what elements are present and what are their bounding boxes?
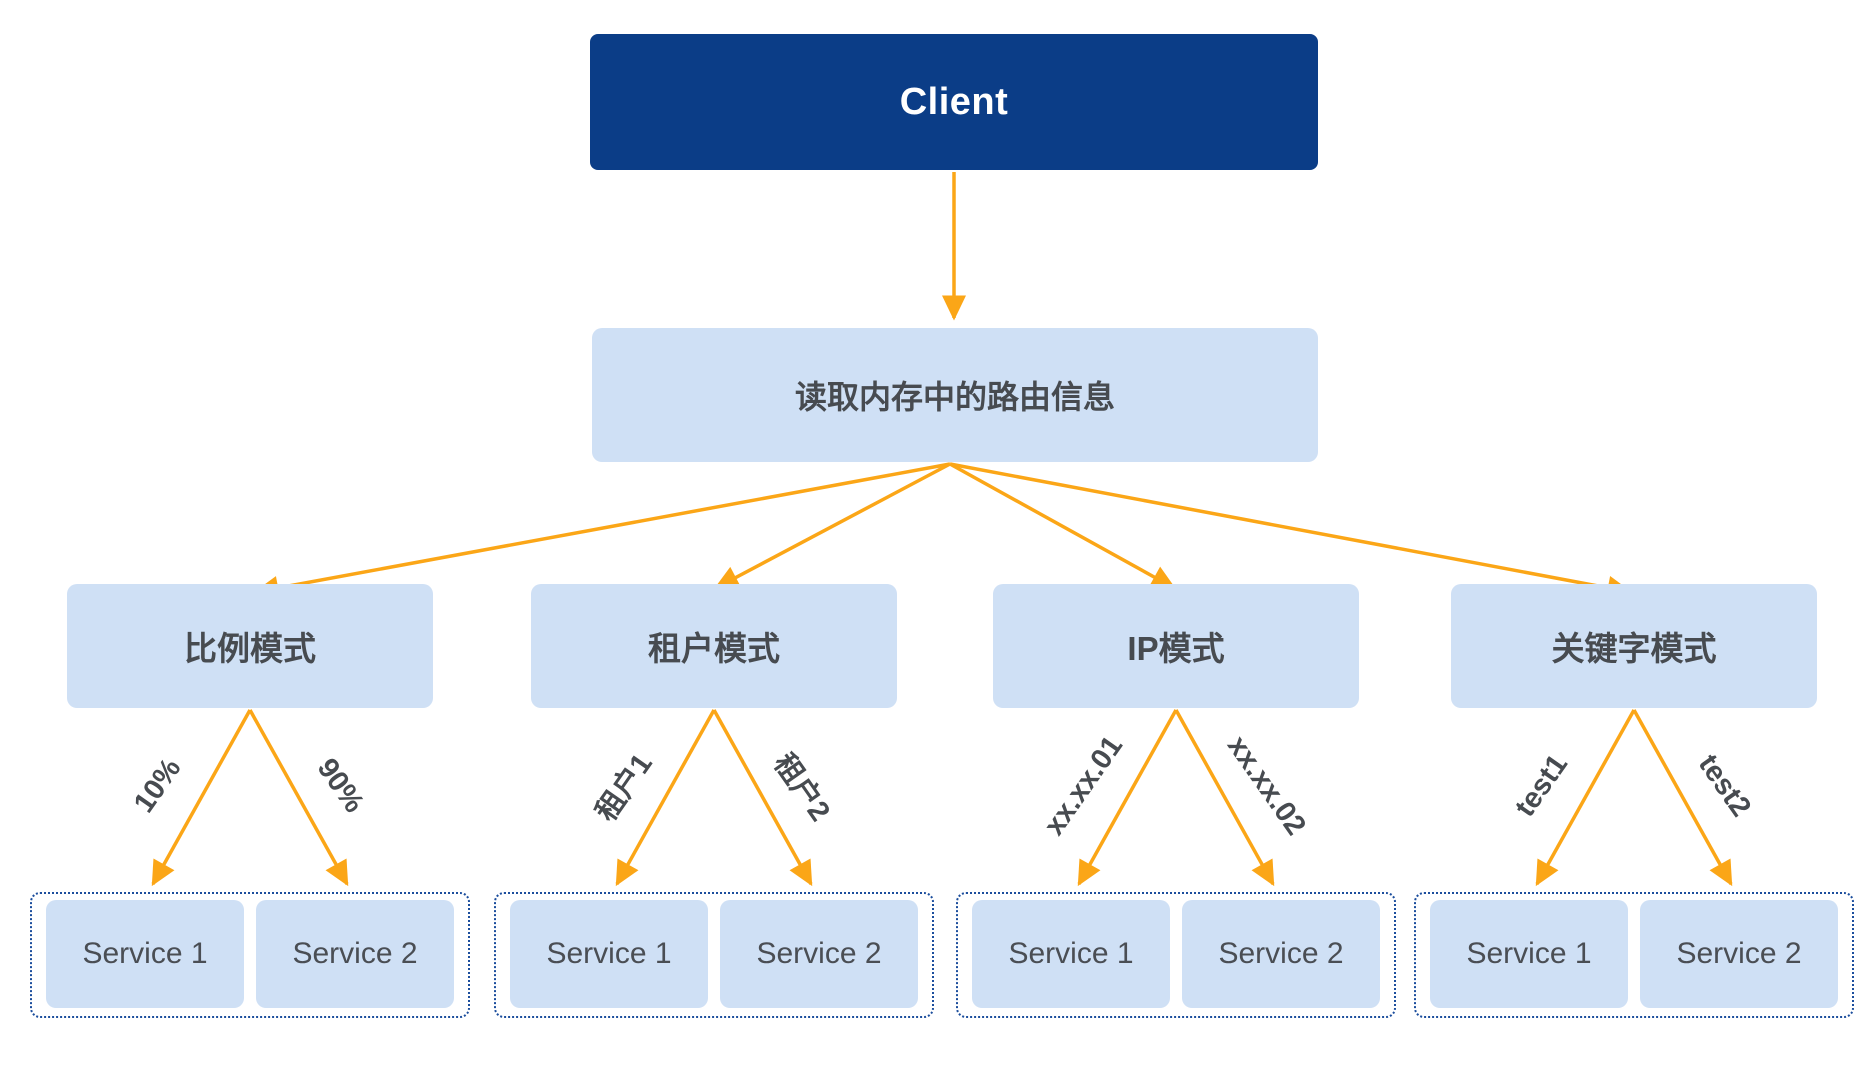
edge-label-ip-right: xx.xx.02	[1220, 730, 1312, 842]
client-node: Client	[590, 34, 1318, 170]
service-node: Service 2	[256, 900, 454, 1008]
service-group-keyword	[1414, 892, 1854, 1018]
mode-node-ratio: 比例模式	[67, 584, 433, 708]
service-node-label: Service 1	[82, 937, 208, 970]
service-node: Service 2	[1182, 900, 1380, 1008]
service-node-label: Service 2	[1218, 937, 1344, 970]
edge-label-keyword-right: test2	[1691, 748, 1757, 823]
service-group-ratio	[30, 892, 470, 1018]
service-node: Service 1	[972, 900, 1170, 1008]
edge-label-ratio-left: 10%	[127, 752, 188, 819]
mode-node-keyword: 关键字模式	[1451, 584, 1817, 708]
service-node-label: Service 2	[292, 937, 418, 970]
client-node-label: Client	[899, 80, 1009, 123]
mode-node-ip: IP模式	[993, 584, 1359, 708]
service-node-label: Service 1	[546, 937, 672, 970]
mode-node-label: IP模式	[1127, 630, 1225, 667]
service-node: Service 1	[510, 900, 708, 1008]
service-node: Service 1	[1430, 900, 1628, 1008]
service-group-tenant	[494, 892, 934, 1018]
router-node: 读取内存中的路由信息	[592, 328, 1318, 462]
edge-label-keyword-left: test1	[1509, 748, 1575, 823]
edge-label-tenant-right: 租户2	[767, 748, 836, 828]
mode-node-tenant: 租户模式	[531, 584, 897, 708]
service-node: Service 2	[720, 900, 918, 1008]
service-node-label: Service 1	[1466, 937, 1592, 970]
edge-label-ratio-right: 90%	[310, 752, 371, 819]
service-node: Service 2	[1640, 900, 1838, 1008]
mode-node-label: 租户模式	[648, 630, 780, 667]
service-group-ip	[956, 892, 1396, 1018]
service-node-label: Service 1	[1008, 937, 1134, 970]
service-node: Service 1	[46, 900, 244, 1008]
mode-node-label: 比例模式	[184, 630, 316, 667]
service-node-label: Service 2	[1676, 937, 1802, 970]
service-node-label: Service 2	[756, 937, 882, 970]
edge-label-ip-left: xx.xx.01	[1038, 730, 1130, 842]
edge-label-tenant-left: 租户1	[590, 748, 659, 828]
router-node-label: 读取内存中的路由信息	[794, 379, 1115, 415]
mode-node-label: 关键字模式	[1551, 630, 1717, 667]
